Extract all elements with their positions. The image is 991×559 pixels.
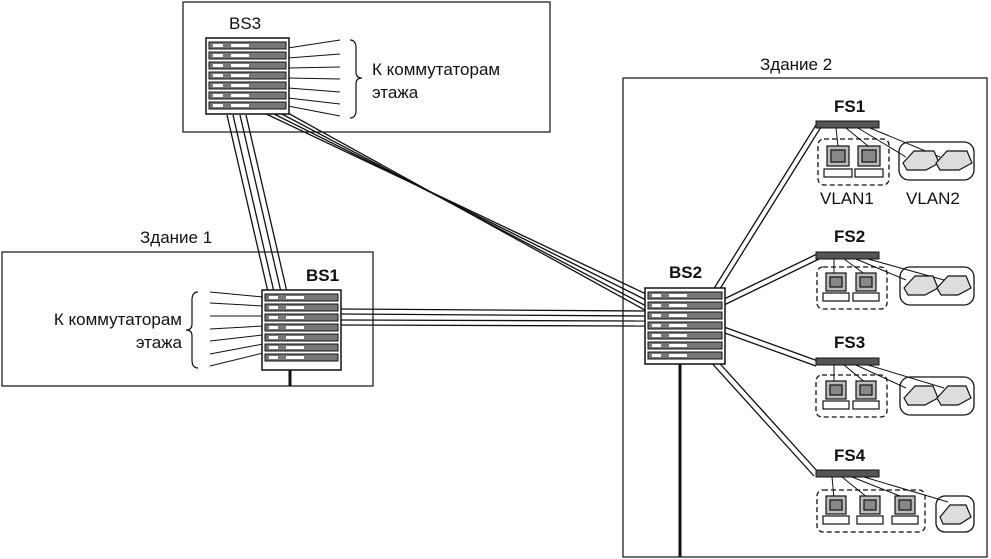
pc-icon bbox=[822, 272, 850, 302]
fs1-group bbox=[815, 120, 975, 186]
bs1-brace bbox=[185, 291, 199, 369]
fs1-label: FS1 bbox=[834, 97, 866, 116]
link-bs2-fs3 bbox=[721, 326, 819, 367]
fs4-group bbox=[815, 469, 975, 533]
pc-icon bbox=[891, 495, 919, 525]
pc-icon bbox=[852, 380, 880, 410]
printer-icon bbox=[902, 150, 940, 171]
bs2-label: BS2 bbox=[669, 263, 703, 282]
printer-icon bbox=[903, 385, 939, 406]
printer-icon bbox=[935, 150, 973, 171]
bs1-fanout-lines bbox=[209, 291, 264, 367]
vlan1-group-box bbox=[816, 266, 888, 310]
link-bs2-fs4 bbox=[708, 355, 819, 477]
vlan2-group-box bbox=[899, 266, 975, 306]
fs2-group bbox=[815, 251, 975, 310]
bs2-switch bbox=[644, 287, 726, 365]
bs1-note-line2: этажа bbox=[135, 333, 182, 352]
fs2-switch bbox=[815, 251, 880, 260]
fs3-label: FS3 bbox=[834, 333, 866, 352]
printer-icon bbox=[903, 275, 939, 296]
bs1-switch bbox=[261, 289, 342, 371]
fs3-group bbox=[815, 357, 975, 418]
link-bs1-bs2 bbox=[339, 308, 647, 327]
fs2-label: FS2 bbox=[834, 227, 866, 246]
building-2-label: Здание 2 bbox=[760, 55, 833, 74]
link-bs3-bs1 bbox=[226, 114, 288, 293]
pc-icon bbox=[856, 495, 884, 525]
pc-icon bbox=[854, 145, 884, 178]
vlan2-group-box bbox=[899, 376, 975, 416]
bs1-label: BS1 bbox=[306, 266, 340, 285]
printer-icon bbox=[939, 504, 972, 525]
vlan1-label: VLAN1 bbox=[820, 189, 874, 208]
vlan1-group-box bbox=[816, 489, 926, 533]
vlan2-label: VLAN2 bbox=[906, 189, 960, 208]
bs3-switch bbox=[205, 37, 290, 115]
building-bs3-box bbox=[182, 1, 551, 133]
link-bs2-fs2 bbox=[721, 253, 820, 306]
link-bs3-bs2 bbox=[261, 111, 653, 315]
building-2-box bbox=[622, 77, 988, 558]
vlan2-group-box bbox=[898, 141, 975, 181]
bs1-note-line1: К коммутаторам bbox=[53, 310, 182, 329]
bs3-fanout-lines bbox=[287, 39, 341, 117]
fs1-switch bbox=[815, 120, 880, 129]
building-1-label: Здание 1 bbox=[140, 228, 213, 247]
bs3-note-line1: К коммутаторам bbox=[372, 60, 501, 79]
vlan2-group-box bbox=[935, 495, 975, 533]
bs3-note-line2: этажа bbox=[372, 83, 419, 102]
pc-icon bbox=[822, 495, 850, 525]
fs4-label: FS4 bbox=[834, 446, 866, 465]
pc-icon bbox=[823, 145, 853, 178]
bs3-brace bbox=[349, 39, 363, 119]
fs4-switch bbox=[815, 469, 880, 478]
pc-icon bbox=[852, 272, 880, 302]
building-1-box bbox=[1, 251, 374, 387]
link-bs2-fs1 bbox=[712, 124, 822, 293]
pc-icon bbox=[822, 380, 850, 410]
bs3-label: BS3 bbox=[229, 14, 262, 33]
printer-icon bbox=[936, 275, 972, 296]
vlan1-group-box bbox=[815, 374, 888, 418]
printer-icon bbox=[936, 385, 972, 406]
fs3-switch bbox=[815, 357, 880, 366]
vlan1-group-box bbox=[817, 138, 890, 186]
